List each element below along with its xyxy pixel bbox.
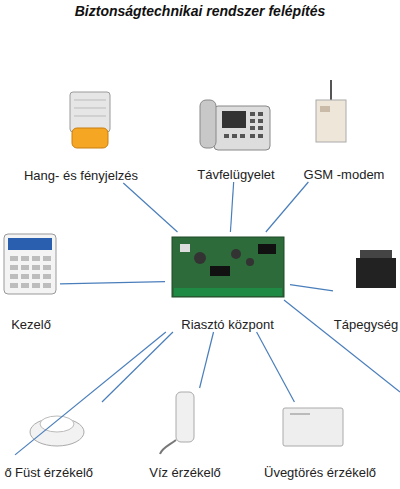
- device-node: Kezelő: [2, 230, 60, 332]
- gsm-modem-icon: [316, 80, 346, 142]
- device-node: Víz érzékelő: [134, 388, 236, 480]
- keypad-icon: [4, 234, 56, 294]
- device-label: GSM -modem: [292, 167, 396, 182]
- wire-line: [266, 182, 309, 232]
- control-board-icon: [172, 237, 284, 297]
- device-node: Hang- és fényjelzés: [20, 88, 142, 183]
- device-label: Távfelügyelet: [190, 167, 282, 182]
- device-label: Víz érzékelő: [134, 465, 236, 480]
- wire-line: [123, 183, 177, 232]
- device-label: Hang- és fényjelzés: [20, 168, 142, 183]
- device-label: Üvegtörés érzékelő: [252, 465, 388, 480]
- glass-break-detector-icon: [283, 408, 343, 446]
- power-supply-icon: [356, 250, 396, 288]
- device-node: Riasztó központ: [165, 232, 290, 332]
- device-node: Tápegység: [333, 244, 399, 332]
- water-detector-icon: [160, 392, 194, 454]
- device-label: Tápegység: [333, 317, 399, 332]
- device-node: Üvegtörés érzékelő: [252, 402, 388, 480]
- device-node: ő: [1, 440, 15, 480]
- device-label: Riasztó központ: [165, 317, 290, 332]
- wire-line: [102, 332, 173, 402]
- wire-line: [60, 282, 165, 284]
- device-node: GSM -modem: [292, 78, 396, 182]
- device-label: Füst érzékelő: [4, 465, 104, 480]
- wire-line: [284, 300, 400, 392]
- siren-icon: [70, 92, 110, 148]
- wire-line: [200, 332, 214, 388]
- phone-icon: [200, 100, 270, 150]
- device-label: ő: [1, 465, 15, 480]
- device-node: Füst érzékelő: [4, 402, 104, 480]
- device-node: Távfelügyelet: [190, 92, 282, 182]
- device-label: Kezelő: [2, 317, 60, 332]
- wire-line: [15, 332, 166, 455]
- wire-line: [257, 332, 295, 402]
- diagram-title: Biztonságtechnikai rendszer felépítés: [0, 3, 400, 19]
- wire-line: [290, 285, 333, 291]
- wire-line: [230, 182, 233, 232]
